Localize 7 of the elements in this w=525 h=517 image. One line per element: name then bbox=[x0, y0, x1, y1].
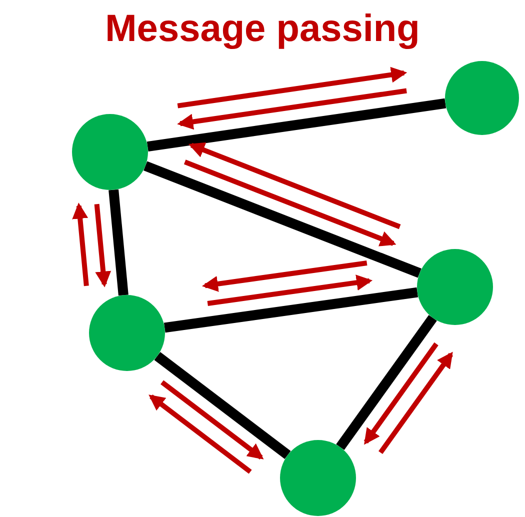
edge-line bbox=[108, 189, 128, 296]
edge-line bbox=[154, 352, 291, 459]
edge-line bbox=[164, 287, 418, 333]
edge-line bbox=[336, 314, 437, 450]
edge-line bbox=[146, 98, 446, 152]
title: Message passing bbox=[104, 8, 421, 51]
edge-line bbox=[144, 161, 422, 278]
